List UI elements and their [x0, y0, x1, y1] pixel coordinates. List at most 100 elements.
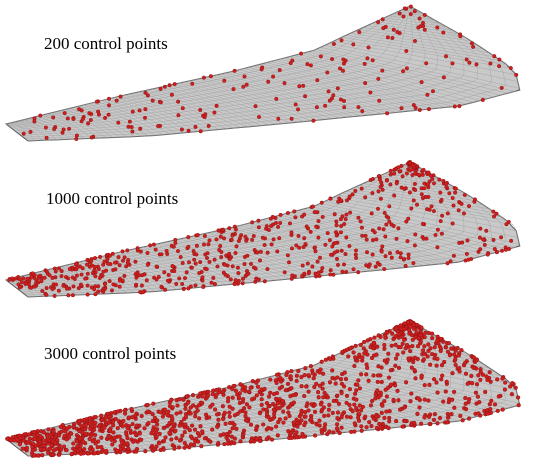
control-point — [488, 379, 493, 384]
control-point — [439, 197, 444, 202]
control-point — [112, 439, 117, 444]
control-point — [311, 376, 316, 381]
control-point — [413, 105, 418, 110]
control-point — [241, 431, 246, 436]
control-point — [412, 243, 417, 248]
control-point — [396, 226, 401, 231]
control-point — [327, 238, 332, 243]
control-point — [293, 392, 298, 397]
control-point — [37, 440, 43, 445]
control-point — [255, 384, 261, 389]
control-point — [435, 227, 440, 232]
control-point — [117, 278, 122, 283]
control-point — [327, 402, 332, 408]
control-point — [232, 436, 237, 441]
control-point — [328, 268, 333, 273]
control-point — [312, 384, 317, 390]
control-point — [429, 204, 434, 209]
control-point — [32, 453, 37, 458]
control-point — [256, 218, 261, 223]
control-point — [134, 449, 139, 454]
control-point — [320, 266, 325, 271]
control-point — [148, 243, 153, 248]
control-point — [306, 373, 311, 378]
control-point — [53, 269, 58, 274]
control-point — [394, 181, 399, 186]
control-point — [338, 377, 344, 382]
control-point — [220, 389, 225, 394]
control-point — [302, 373, 307, 378]
control-point — [516, 403, 521, 408]
control-point — [128, 428, 133, 433]
control-point — [388, 168, 393, 173]
panel-label: 200 control points — [44, 34, 168, 53]
control-point — [368, 403, 374, 408]
control-point — [402, 405, 407, 410]
control-point — [344, 414, 349, 419]
control-point — [313, 433, 318, 438]
control-point — [142, 115, 147, 120]
control-point — [425, 354, 430, 359]
control-point — [70, 293, 75, 298]
control-point — [107, 279, 112, 284]
control-point — [444, 379, 449, 384]
control-point — [264, 407, 269, 412]
control-point — [315, 259, 320, 264]
control-point — [165, 413, 170, 418]
control-point — [391, 397, 396, 402]
control-point — [129, 125, 134, 130]
control-point — [244, 418, 249, 423]
control-point — [198, 107, 203, 112]
control-point — [463, 401, 468, 406]
control-point — [477, 400, 482, 405]
control-point — [126, 415, 131, 420]
control-point — [89, 259, 94, 264]
control-point — [418, 339, 423, 344]
control-point — [215, 424, 220, 429]
control-point — [373, 264, 378, 269]
control-point — [82, 427, 87, 432]
control-point — [316, 235, 321, 240]
control-point — [387, 409, 392, 414]
control-point — [434, 380, 439, 385]
control-point — [359, 424, 364, 429]
control-point — [232, 68, 237, 73]
control-point — [483, 389, 488, 395]
control-point — [227, 410, 232, 415]
control-point — [271, 391, 277, 397]
control-point — [245, 253, 250, 258]
control-point — [339, 38, 344, 43]
control-point — [242, 406, 247, 411]
control-point — [74, 273, 79, 278]
control-point — [427, 421, 432, 427]
control-point — [154, 277, 159, 282]
control-point — [375, 379, 380, 384]
control-point — [331, 398, 336, 403]
control-point — [35, 453, 41, 458]
control-point — [514, 72, 519, 77]
control-point — [451, 203, 456, 208]
control-point — [221, 432, 226, 437]
control-point — [288, 61, 293, 66]
control-point — [72, 447, 77, 452]
control-point — [150, 98, 155, 103]
control-point — [410, 173, 415, 178]
control-point — [85, 283, 90, 288]
control-point — [421, 167, 426, 172]
control-point — [186, 286, 191, 291]
control-point — [455, 345, 460, 351]
control-point — [171, 422, 176, 427]
control-point — [381, 227, 386, 232]
control-point — [250, 379, 255, 384]
control-point — [38, 113, 43, 118]
control-point — [88, 421, 93, 426]
control-point — [478, 226, 483, 231]
control-point — [275, 433, 280, 438]
control-point — [508, 384, 513, 389]
control-point — [395, 250, 400, 255]
control-point — [265, 250, 270, 255]
control-point — [357, 412, 362, 417]
control-point — [165, 278, 170, 283]
control-point — [335, 375, 340, 380]
control-point — [56, 433, 62, 438]
